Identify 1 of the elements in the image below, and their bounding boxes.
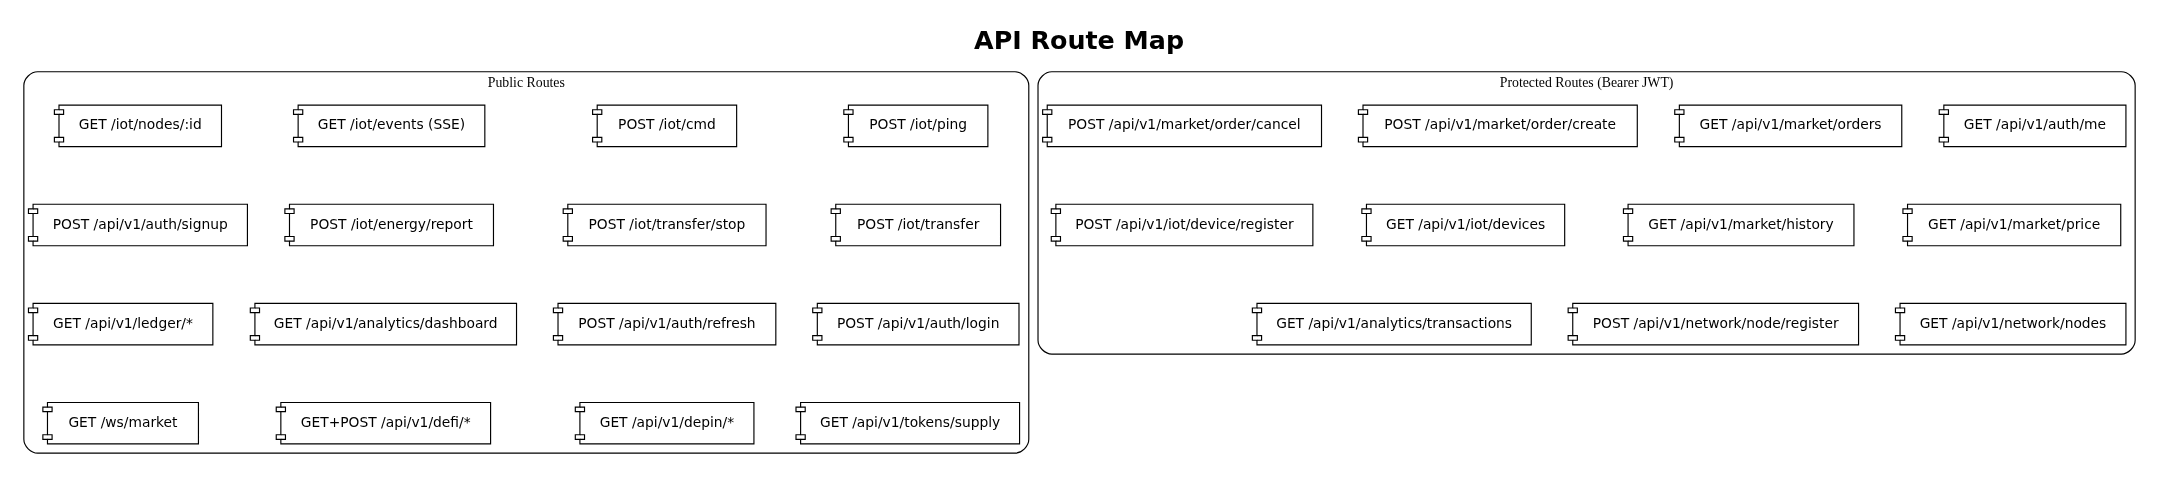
diagram-title: API Route Map xyxy=(974,24,1185,55)
